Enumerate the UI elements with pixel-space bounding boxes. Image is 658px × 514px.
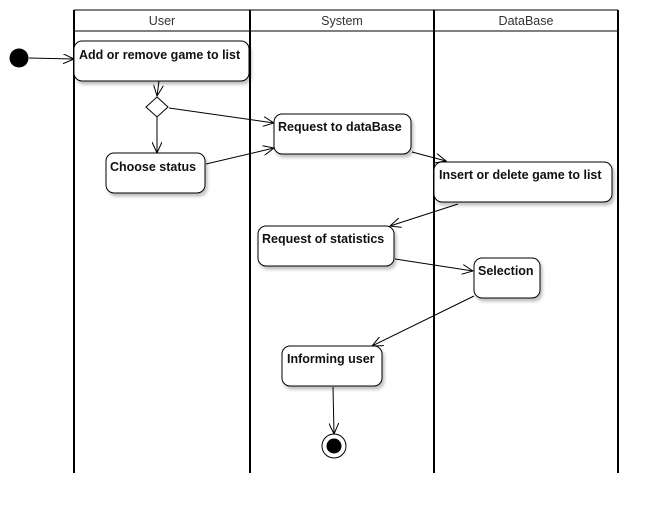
final-node	[321, 433, 347, 459]
action-label: Request of statistics	[262, 232, 384, 246]
action-box	[281, 345, 383, 387]
action-selection: Selection	[473, 257, 541, 299]
action-box	[433, 161, 613, 203]
swimlanes: User System DataBase	[73, 9, 619, 473]
flow-selection-to-informing	[372, 295, 475, 346]
action-label: Insert or delete game to list	[439, 168, 602, 182]
flow-choose-status-to-request-db	[205, 148, 274, 165]
action-box	[473, 257, 541, 299]
decision-node	[145, 96, 169, 118]
action-label: Add or remove game to list	[79, 48, 241, 62]
flow-add-remove-to-decision	[157, 80, 159, 96]
final-node-core	[326, 438, 342, 454]
lane-title-system: System	[321, 14, 363, 28]
action-box	[273, 113, 412, 155]
flow-insert-delete-to-request-stats	[390, 203, 459, 226]
flows	[28, 58, 475, 434]
action-request-db: Request to dataBase	[273, 113, 412, 155]
action-box	[105, 152, 206, 194]
action-choose-status: Choose status	[105, 152, 206, 194]
action-informing: Informing user	[281, 345, 383, 387]
action-box	[73, 40, 250, 82]
action-request-stats: Request of statistics	[257, 225, 395, 267]
lane-title-database: DataBase	[499, 14, 554, 28]
flow-decision-to-request-db	[168, 107, 274, 123]
action-label: Choose status	[110, 160, 196, 174]
flow-start-to-add-remove	[28, 58, 74, 59]
flow-informing-to-end	[333, 386, 334, 434]
action-label: Informing user	[287, 352, 375, 366]
initial-node	[9, 48, 29, 68]
action-add-remove: Add or remove game to list	[73, 40, 250, 82]
flow-request-stats-to-selection	[394, 258, 473, 271]
action-box	[257, 225, 395, 267]
lane-title-user: User	[149, 14, 175, 28]
action-insert-delete: Insert or delete game to list	[433, 161, 613, 203]
action-label: Request to dataBase	[278, 120, 402, 134]
flow-request-db-to-insert-delete	[411, 151, 446, 161]
action-label: Selection	[478, 264, 534, 278]
